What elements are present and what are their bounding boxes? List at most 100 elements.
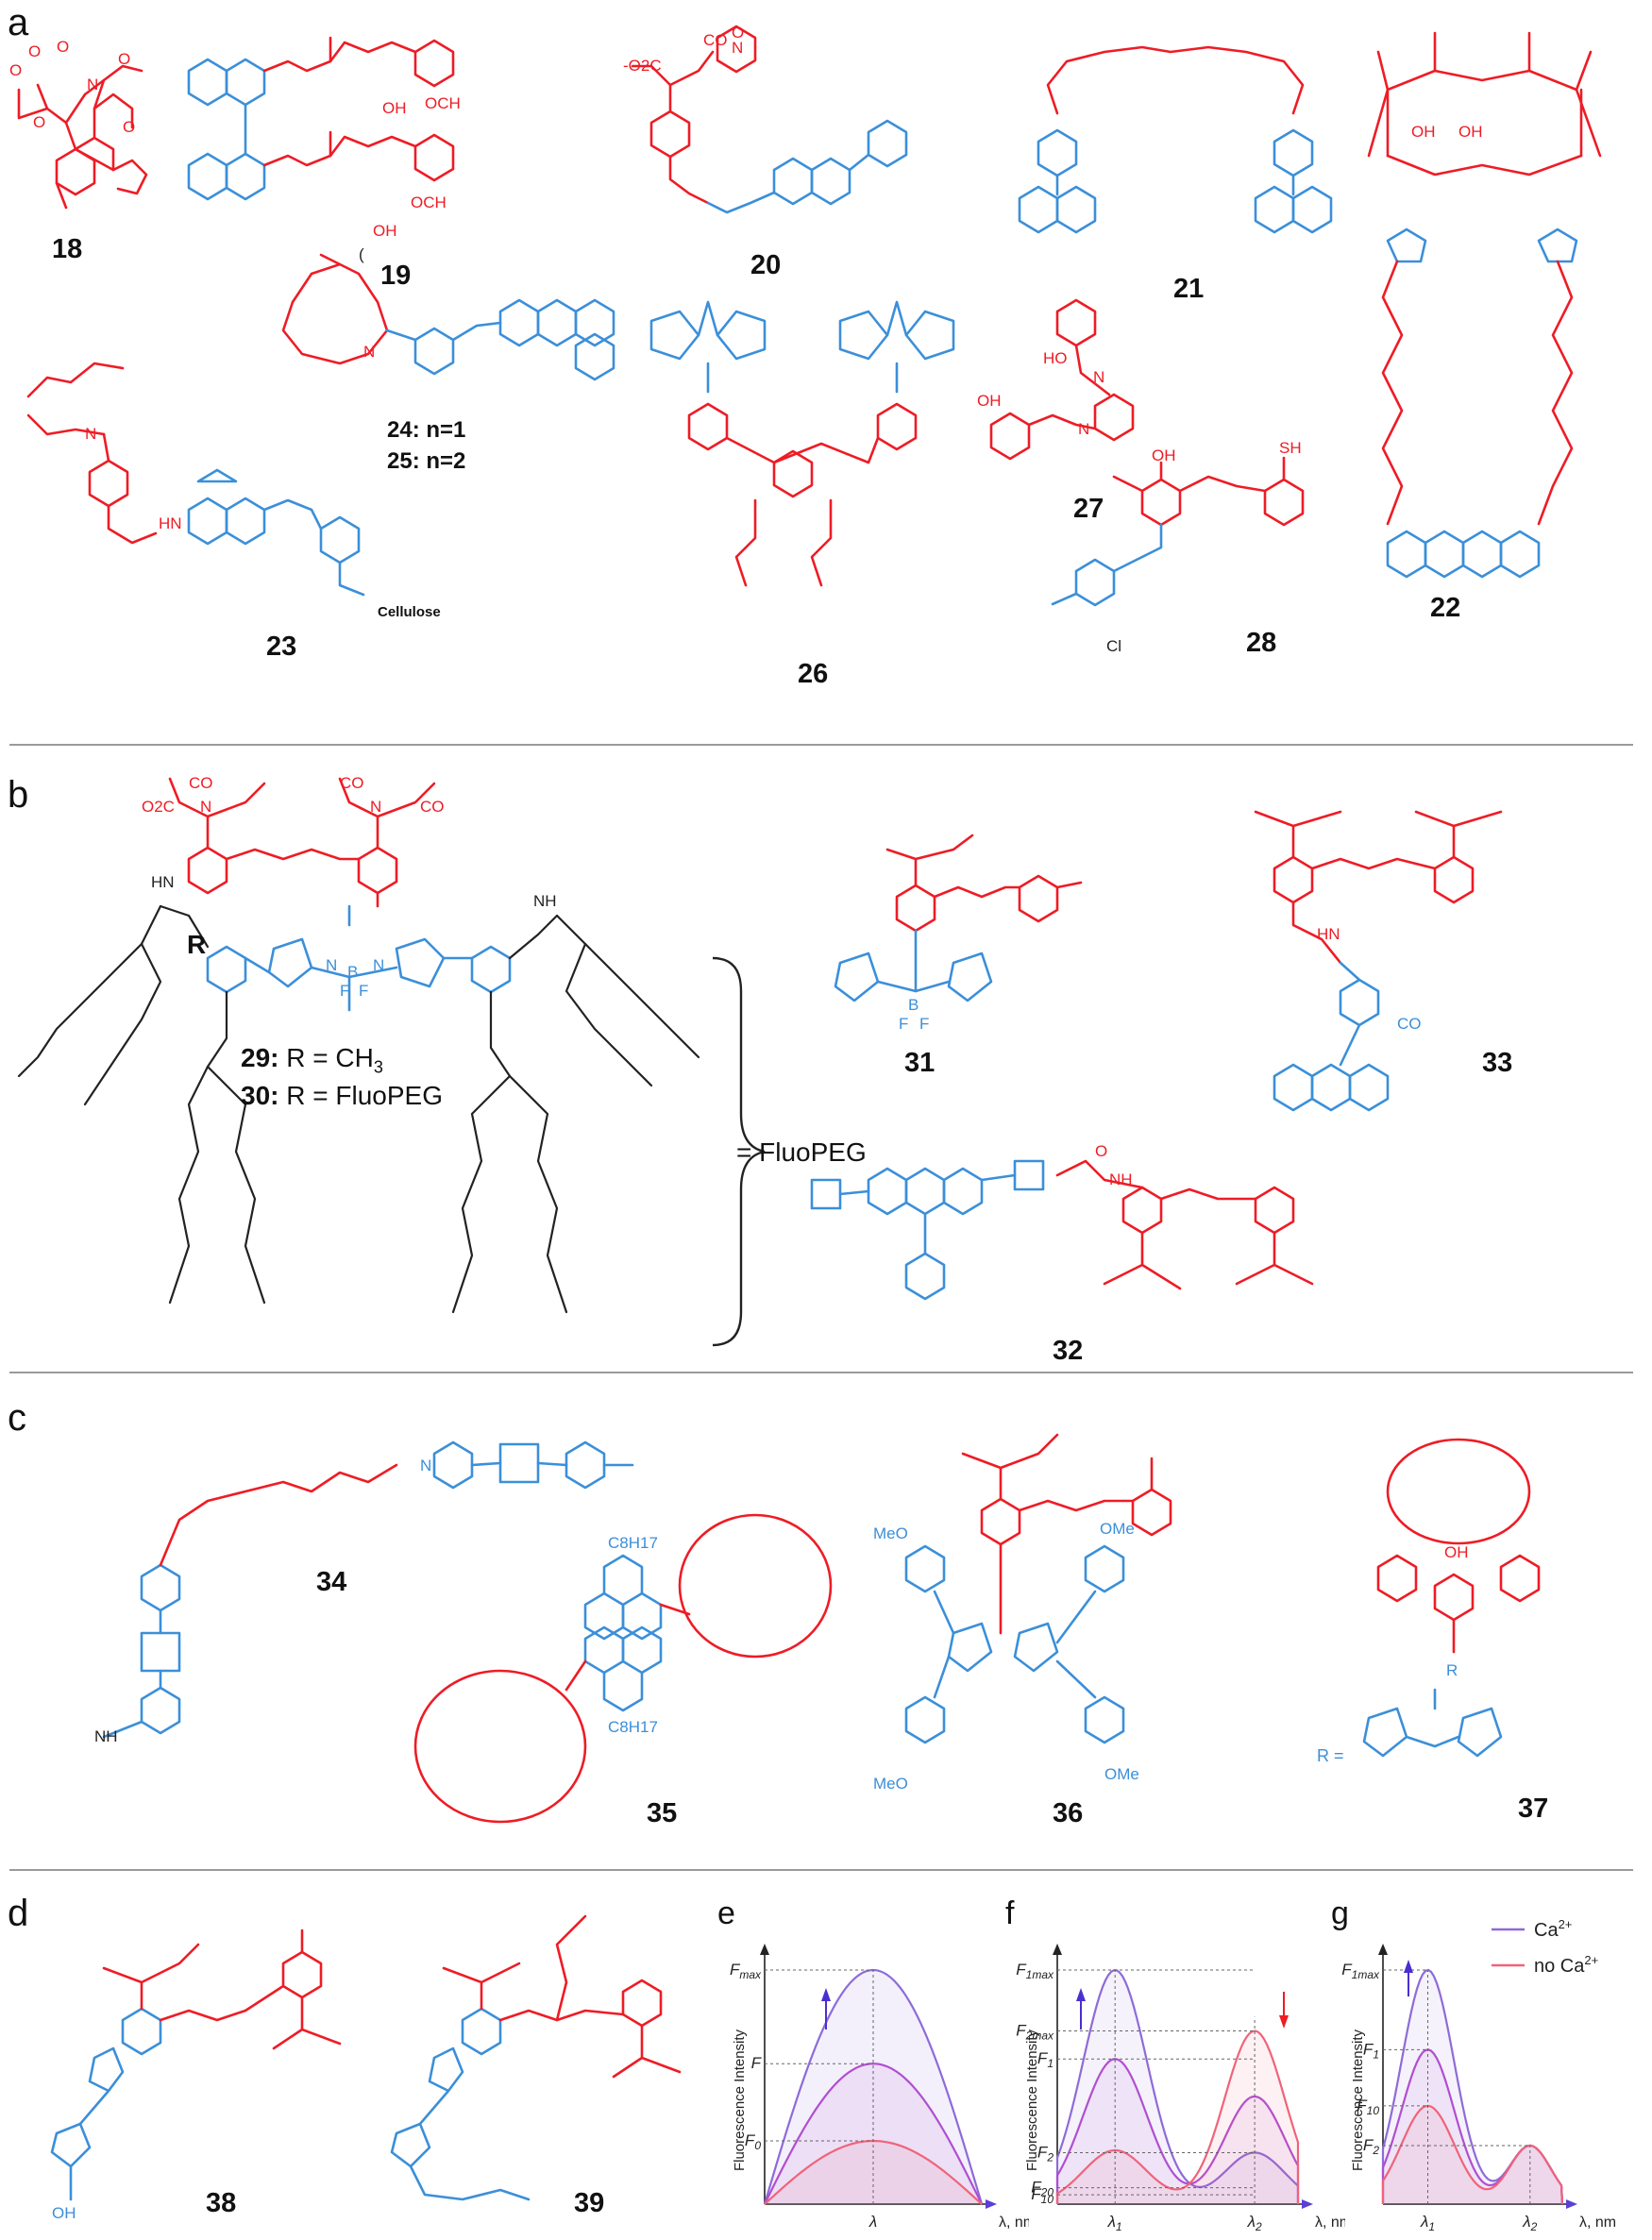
- r-label: R: [187, 930, 207, 959]
- compound-number-27: 27: [1073, 494, 1104, 524]
- svg-text:OCH: OCH: [411, 194, 447, 211]
- svg-text:HN: HN: [151, 873, 175, 891]
- y-axis-label-g: Fluorescence Intensity: [1350, 2029, 1366, 2171]
- y-axis-label-e: Fluorescence Intensity: [732, 2029, 748, 2171]
- note-25: 25: n=2: [387, 448, 465, 475]
- y-axis-arrow-f: [1053, 1944, 1062, 1955]
- svg-text:CO: CO: [703, 31, 728, 49]
- panel-label-a: a: [8, 2, 29, 43]
- svg-text:O: O: [732, 24, 744, 42]
- y-tick-label-e-1: F: [751, 2054, 763, 2072]
- svg-text:N: N: [200, 798, 211, 816]
- svg-text:N: N: [326, 956, 337, 974]
- svg-text:N: N: [1093, 368, 1104, 386]
- svg-text:SH: SH: [1279, 439, 1302, 457]
- legend-label-g-0: Ca2+: [1534, 1917, 1572, 1941]
- y-tick-label-f-0: F1max: [1016, 1961, 1054, 1981]
- svg-text:B: B: [908, 996, 919, 1014]
- series-line-f-1: [1055, 2058, 1300, 2204]
- svg-text:O: O: [118, 50, 130, 68]
- y-tick-label-f-5: F10: [1031, 2185, 1054, 2206]
- svg-text:OH: OH: [1411, 123, 1436, 141]
- svg-text:CO: CO: [189, 774, 213, 792]
- label-29-sub: 3: [373, 1057, 383, 1077]
- panel-label-c: c: [8, 1397, 26, 1439]
- r-eq-label: R =: [1317, 1746, 1344, 1765]
- x-axis-label-f: λ, nm: [1315, 2215, 1345, 2231]
- compound-number-33: 33: [1482, 1048, 1513, 1078]
- y-axis-label-f: Fluorescence Intensity: [1024, 2029, 1040, 2171]
- legend-label-g-1: no Ca2+: [1534, 1953, 1598, 1977]
- y-axis-arrow-g: [1378, 1944, 1388, 1955]
- svg-text:MeO: MeO: [873, 1524, 908, 1542]
- svg-text:B: B: [347, 963, 358, 981]
- compound-number-31: 31: [904, 1048, 936, 1078]
- svg-text:CO: CO: [340, 774, 364, 792]
- divider-cd: [9, 1869, 1633, 1871]
- plot-label-g: g: [1331, 1895, 1349, 1931]
- svg-text:O: O: [28, 42, 41, 60]
- arrow-head-f-down: [1279, 2015, 1289, 2029]
- svg-text:OH: OH: [52, 2204, 76, 2222]
- structure-39: [390, 1914, 682, 2201]
- svg-text:N: N: [420, 1457, 431, 1474]
- label-29-text: R = CH: [286, 1043, 374, 1072]
- compound-number-29: 29:: [241, 1043, 279, 1072]
- svg-text:F: F: [340, 982, 349, 1000]
- y-tick-label-g-1: F1: [1363, 2040, 1379, 2061]
- series-line-f-0: [1055, 1969, 1300, 2204]
- y-tick-label-e-0: Fmax: [730, 1961, 762, 1981]
- svg-text:O2C: O2C: [142, 798, 175, 816]
- compound-number-25: 25: [387, 448, 413, 474]
- plot-label-f: f: [1005, 1895, 1015, 1931]
- x-axis-arrow-g: [1566, 2199, 1577, 2209]
- svg-text:HO: HO: [1043, 349, 1068, 367]
- compound-number-37: 37: [1518, 1794, 1549, 1824]
- svg-text:N: N: [1078, 420, 1089, 438]
- svg-text:HN: HN: [1317, 925, 1340, 943]
- svg-text:CO: CO: [1397, 1015, 1422, 1033]
- compound-number-35: 35: [647, 1798, 678, 1828]
- compound-number-26: 26: [798, 659, 829, 689]
- label-29: 29: R = CH3: [241, 1043, 383, 1078]
- svg-text:OH: OH: [1458, 123, 1483, 141]
- svg-text:O: O: [33, 113, 45, 131]
- y-tick-label-g-0: F1max: [1341, 1961, 1380, 1981]
- arrow-head-g: [1404, 1960, 1413, 1973]
- x-tick-label-g-0: λ1: [1420, 2213, 1435, 2233]
- compound-number-38: 38: [206, 2188, 237, 2218]
- compound-number-36: 36: [1053, 1798, 1084, 1828]
- structure-26: [649, 300, 955, 587]
- series-line-g-2: [1381, 2104, 1564, 2205]
- compound-number-21: 21: [1173, 274, 1205, 304]
- svg-text:N: N: [732, 39, 743, 57]
- y-tick-label-g-3: F2: [1363, 2136, 1379, 2157]
- cellulose-label: Cellulose: [378, 604, 441, 620]
- y-tick-label-e-2: F0: [745, 2131, 761, 2152]
- note-24: 24: n=1: [387, 417, 465, 444]
- arrow-head-f-up: [1076, 1988, 1086, 2001]
- structure-27: HO OH N N: [977, 298, 1135, 461]
- compound-number-32: 32: [1053, 1336, 1084, 1366]
- svg-text:NH: NH: [1109, 1171, 1133, 1188]
- svg-text:(: (: [359, 245, 364, 263]
- plot-label-e: e: [717, 1895, 735, 1931]
- svg-text:C8H17: C8H17: [608, 1718, 658, 1736]
- compound-number-39: 39: [574, 2188, 605, 2218]
- svg-text:O: O: [9, 61, 22, 79]
- structure-23: NHN: [26, 362, 365, 597]
- y-axis-arrow-e: [760, 1944, 769, 1955]
- svg-text:OH: OH: [977, 392, 1002, 410]
- svg-text:C8H17: C8H17: [608, 1534, 658, 1552]
- compound-number-24: 24: [387, 417, 413, 443]
- x-axis-arrow-f: [1302, 2199, 1313, 2209]
